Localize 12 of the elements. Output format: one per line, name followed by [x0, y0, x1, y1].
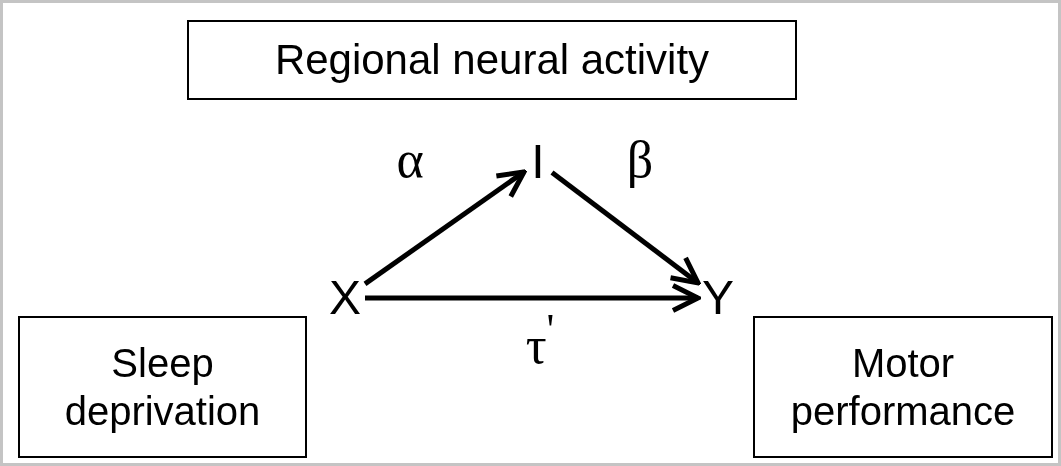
box-label: Sleep deprivation — [63, 340, 262, 435]
concept-box — [187, 20, 797, 100]
variable-label: I — [531, 134, 545, 191]
variable-label: Y — [702, 270, 734, 327]
concept-box — [753, 316, 1053, 458]
concept-box — [18, 316, 307, 458]
variable-label: X — [329, 270, 361, 327]
arrow — [550, 170, 701, 286]
arrow — [365, 283, 701, 313]
box-label: Motor performance — [789, 340, 1017, 435]
box-label: Regional neural activity — [274, 34, 710, 85]
arrow — [363, 169, 527, 286]
